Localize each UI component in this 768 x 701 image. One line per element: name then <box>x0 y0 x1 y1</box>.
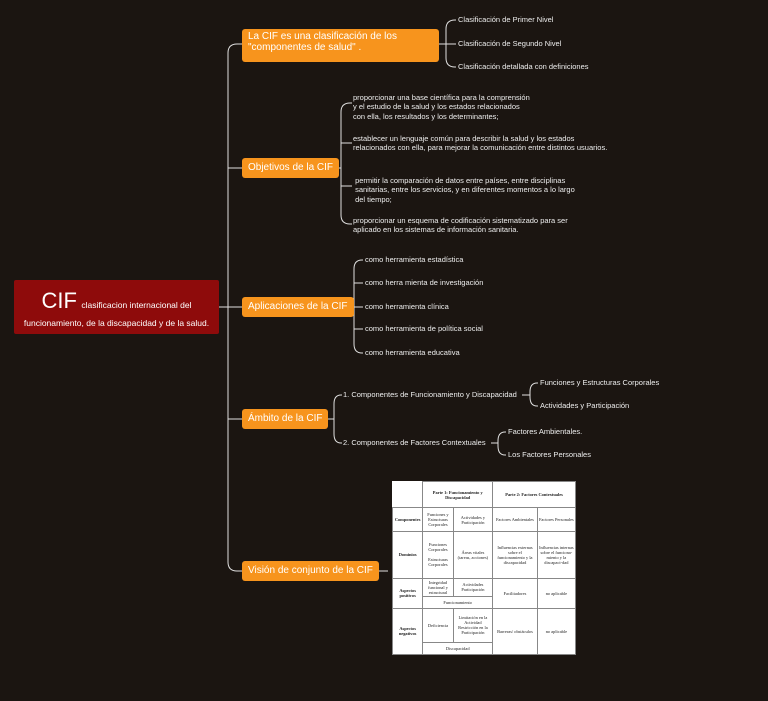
objetivo-item[interactable]: proporcionar una base científica para la… <box>353 93 530 121</box>
root-subtitle: clasificacion internacional del funciona… <box>23 300 210 329</box>
table-cell: no aplicable <box>536 577 577 609</box>
aplicacion-item[interactable]: como herramienta estadística <box>365 255 464 264</box>
table-col-header: Actividades y Participación <box>452 507 494 533</box>
definicion-item[interactable]: Clasificación de Segundo Nivel <box>458 39 562 48</box>
table-componentes-label: Componentes <box>391 507 424 533</box>
ambito-comp1-item[interactable]: Funciones y Estructuras Corporales <box>540 378 660 387</box>
aplicacion-item[interactable]: como herramienta de política social <box>365 324 483 333</box>
table-cell: Funciones Corporales Estructuras Corpora… <box>422 531 454 579</box>
topic-vision[interactable]: Visión de conjunto de la CIF <box>242 561 379 581</box>
table-cell: Influencias internas sobre el funciona-m… <box>536 531 577 579</box>
table-cell: Áreas vitales (tareas, acciones) <box>452 531 494 579</box>
table-cell: Barreras/ obstáculos <box>492 607 538 656</box>
topic-objetivos[interactable]: Objetivos de la CIF <box>242 158 340 178</box>
table-cell: Influencias externas sobre el funcionami… <box>492 531 538 579</box>
ambito-comp2-item[interactable]: Los Factores Personales <box>508 450 591 459</box>
table-col-header: Funciones y Estructuras Corporales <box>422 507 454 533</box>
ambito-comp1-item[interactable]: Actividades y Participación <box>540 401 630 410</box>
ambito-comp1[interactable]: 1. Componentes de Funcionamiento y Disca… <box>343 390 517 399</box>
ambito-comp2-item[interactable]: Factores Ambientales. <box>508 427 583 436</box>
root-title: CIF <box>41 288 77 313</box>
table-cell: Integridad funcional y estructural <box>422 577 454 597</box>
table-negativos-label: Aspectos negativos <box>391 607 424 656</box>
table-dominios-label: Dominios <box>391 531 424 579</box>
cif-overview-table: Parte 1: Funcionamiento y Discapacidad P… <box>391 480 577 656</box>
aplicacion-item[interactable]: como herramienta educativa <box>365 348 460 357</box>
topic-aplicaciones[interactable]: Aplicaciones de la CIF <box>242 297 354 317</box>
root-node[interactable]: CIF clasificacion internacional del func… <box>14 280 219 334</box>
table-cell: Deficiencia <box>422 607 454 643</box>
definicion-item[interactable]: Clasificación de Primer Nivel <box>458 15 554 24</box>
topic-definicion[interactable]: La CIF es una clasificación de los "comp… <box>242 29 439 62</box>
table-col-header: Factores Ambientales <box>492 507 538 533</box>
table-part2-header: Parte 2: Factores Contextuales <box>492 480 576 509</box>
ambito-comp2[interactable]: 2. Componentes de Factores Contextuales <box>343 438 486 447</box>
table-cell: Facilitadores <box>492 577 538 609</box>
table-col-header: Factores Personales <box>536 507 577 533</box>
objetivo-item[interactable]: proporcionar un esquema de codificación … <box>353 216 568 235</box>
aplicacion-item[interactable]: como herramienta clínica <box>365 302 449 311</box>
objetivo-item[interactable]: permitir la comparación de datos entre p… <box>355 176 575 204</box>
table-positivos-label: Aspectos positivos <box>391 577 424 609</box>
table-cell: Actividades Participación <box>452 577 494 597</box>
definicion-item[interactable]: Clasificación detallada con definiciones <box>458 62 589 71</box>
table-cell: Limitación en la Actividad Restricción e… <box>452 607 494 643</box>
objetivo-item[interactable]: establecer un lenguaje común para descri… <box>353 134 608 153</box>
table-part1-header: Parte 1: Funcionamiento y Discapacidad <box>422 480 494 509</box>
table-funcionamiento-label: Funcionamiento <box>422 595 494 609</box>
table-discapacidad-label: Discapacidad <box>422 641 494 656</box>
aplicacion-item[interactable]: como herra mienta de investigación <box>365 278 484 287</box>
topic-ambito[interactable]: Ámbito de la CIF <box>242 409 329 429</box>
table-cell: no aplicable <box>536 607 577 656</box>
